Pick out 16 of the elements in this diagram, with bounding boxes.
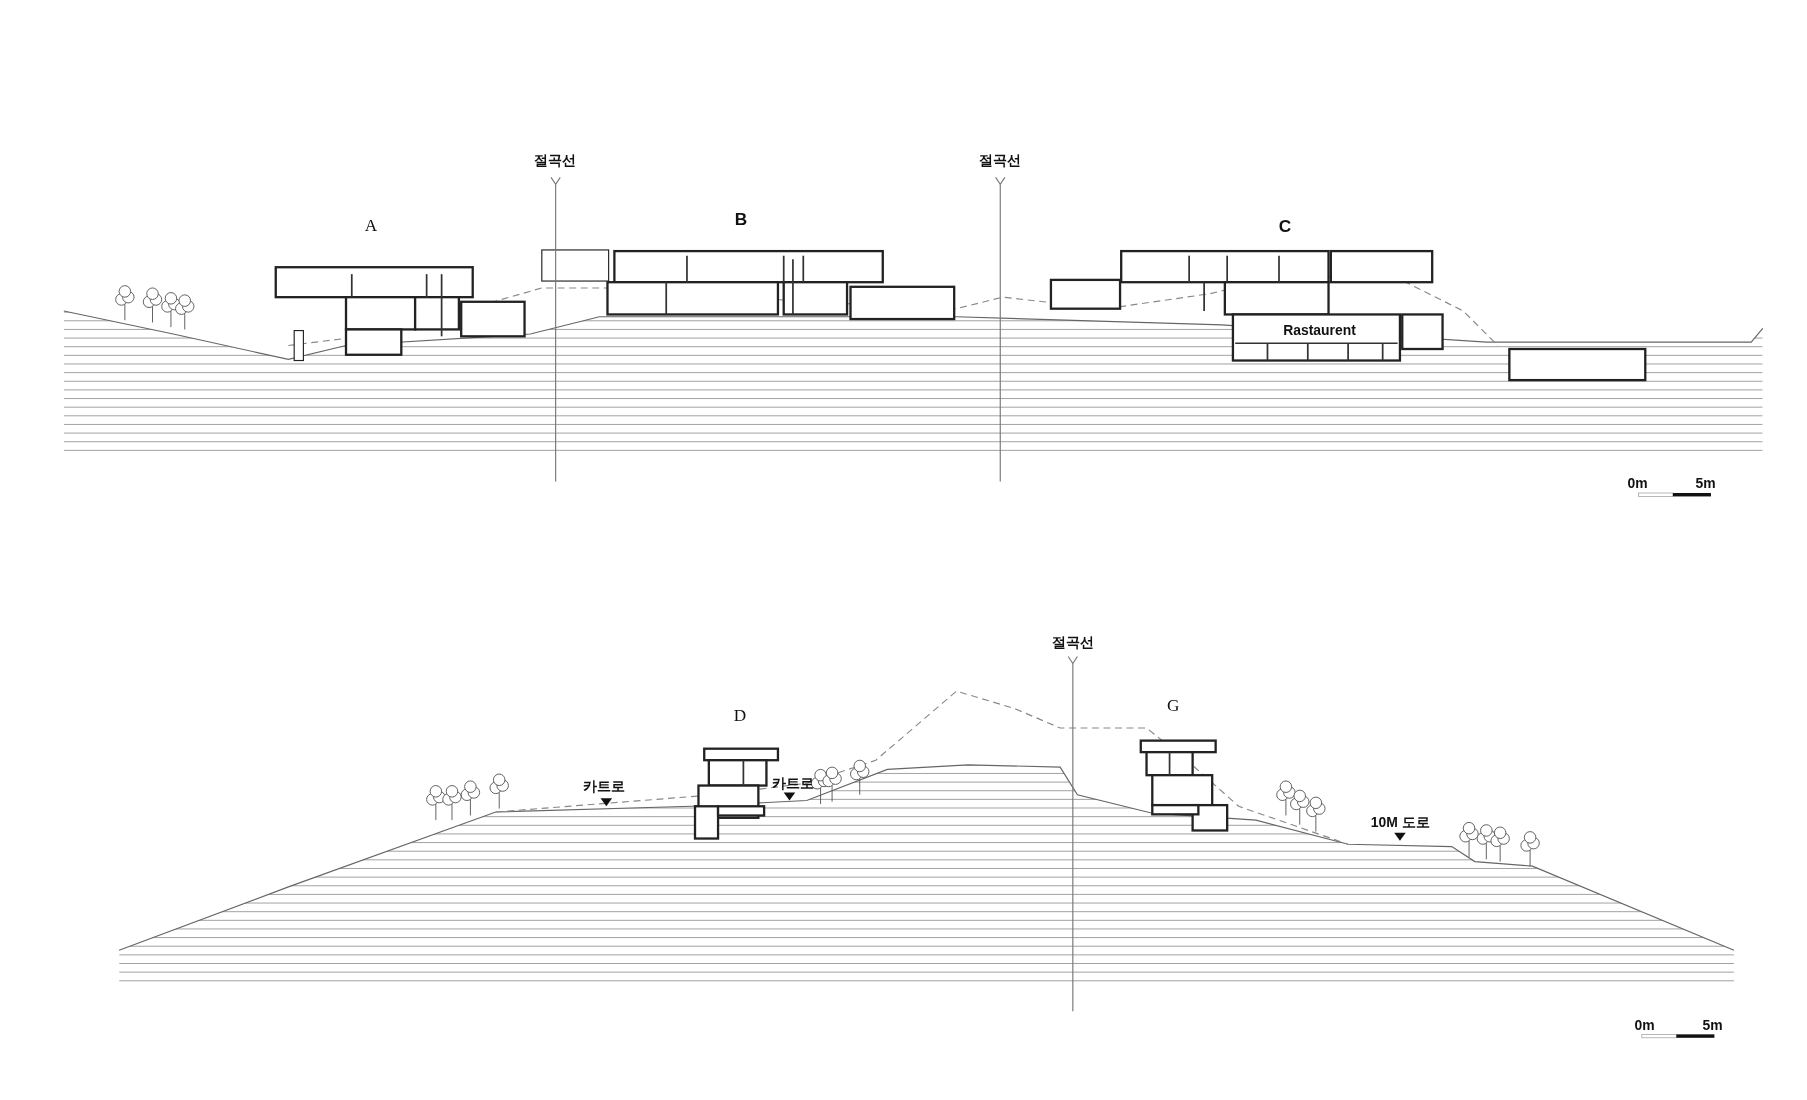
building-label: D <box>733 707 747 725</box>
scale-label: 0m <box>1634 1018 1655 1033</box>
building-label: B <box>734 211 748 229</box>
cut-line-label: 절곡선 <box>534 154 577 169</box>
building-label: C <box>1278 218 1292 236</box>
building-label: A <box>364 217 378 235</box>
cut-line-label: 절곡선 <box>1051 636 1094 650</box>
level-label: 카트로 <box>771 776 814 791</box>
level-label: 10M 도로 <box>1370 815 1430 830</box>
cut-line-label: 절곡선 <box>979 154 1022 169</box>
scale-label: 5m <box>1702 1018 1723 1033</box>
scale-label: 5m <box>1695 477 1716 491</box>
building-label: G <box>1166 697 1180 716</box>
scale-label: 0m <box>1627 477 1648 491</box>
level-label: 카트로 <box>582 780 625 795</box>
room-label: Rastaurent <box>1283 323 1356 338</box>
